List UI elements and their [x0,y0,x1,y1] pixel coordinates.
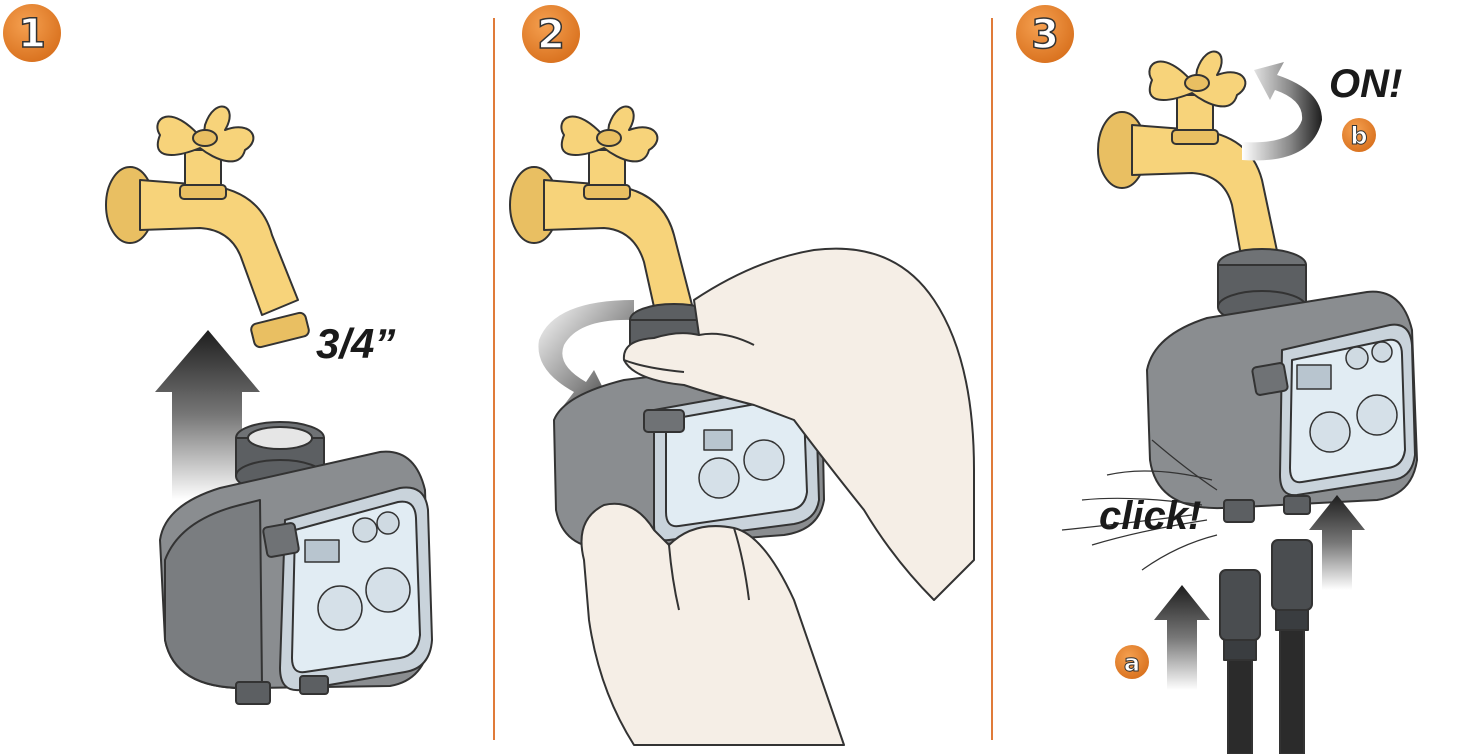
step-3-panel: 3 b [992,0,1473,754]
click-label: click! [1099,494,1202,538]
step-number-3: 3 [1031,12,1059,58]
step-1-illustration: 1 [3,4,433,705]
step-badge-2: 2 [522,5,580,63]
water-timer-icon [1146,248,1418,523]
faucet-icon [1097,50,1281,273]
sub-step-badge-b: b [1342,118,1376,152]
rotate-arrow-icon [1242,62,1322,161]
up-arrow-icon [155,330,260,500]
step-1-panel: 1 [0,0,492,754]
step-3-illustration: 3 b [1016,5,1418,754]
panel-divider-2 [991,18,993,740]
step-badge-1: 1 [3,4,61,62]
step-2-illustration: 2 [509,5,975,746]
panel-divider-1 [493,18,495,740]
water-timer-icon [159,421,433,705]
hose-connector-icon [1219,539,1313,754]
up-arrow-icon [1154,495,1365,690]
faucet-icon [105,105,310,349]
rotate-arrow-icon [538,300,634,410]
step-badge-3: 3 [1016,5,1074,63]
sub-step-b-label: b [1350,122,1367,150]
step-number-1: 1 [18,11,46,57]
step-2-panel: 2 [494,0,990,754]
sub-step-a-label: a [1124,649,1140,677]
sub-step-badge-a: a [1115,645,1149,679]
on-label: ON! [1329,62,1403,106]
click-burst-icon [1061,439,1218,571]
step-number-2: 2 [537,12,565,58]
hand-icon [580,247,975,746]
thread-size-label: 3/4” [316,320,396,367]
faucet-icon [509,105,693,317]
